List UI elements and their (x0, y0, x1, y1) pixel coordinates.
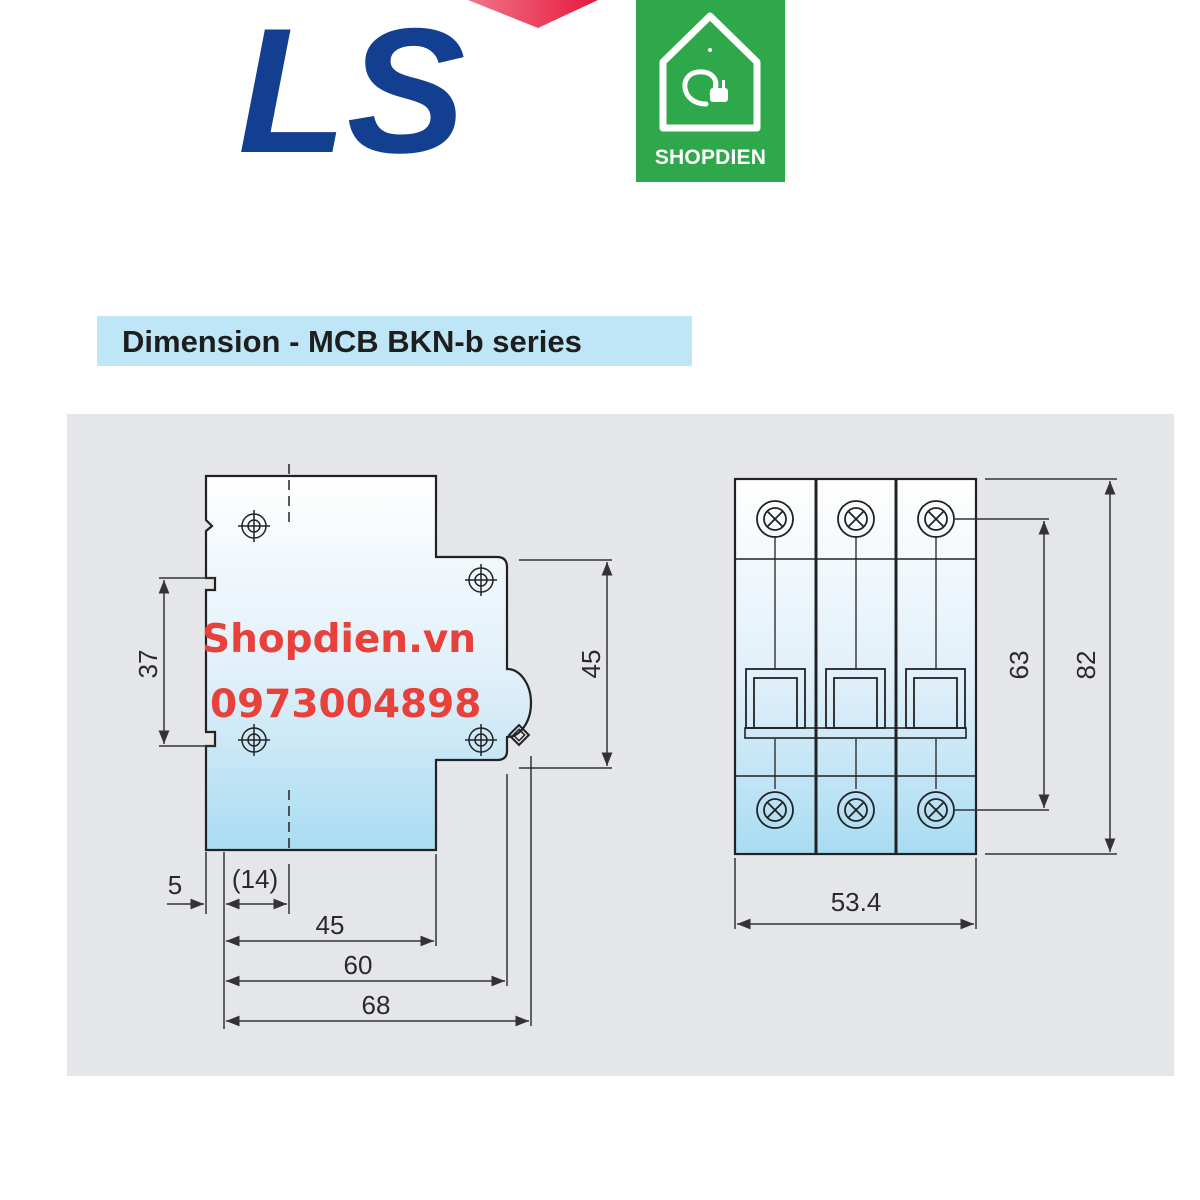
terminal-screw-icon (756, 500, 794, 538)
ls-logo-text: LS (238, 0, 465, 165)
terminal-screw-icon (837, 500, 875, 538)
dim-label-37: 37 (133, 650, 163, 679)
dim-label-45-horizontal: 45 (316, 910, 345, 940)
screw-icon (465, 564, 497, 596)
dim-label-82: 82 (1071, 651, 1101, 680)
dim-label-45-vertical: 45 (576, 650, 606, 679)
house-plug-icon (659, 12, 761, 132)
dimension-drawing: 37 45 5 (14) 45 60 68 (133, 464, 1117, 1029)
shopdien-logo: SHOPDIEN (636, 0, 785, 182)
ls-logo: LS (238, 0, 598, 165)
screw-icon (238, 724, 270, 756)
toggle-handle (905, 668, 966, 729)
dimension-drawing-panel: 37 45 5 (14) 45 60 68 (67, 414, 1174, 1076)
dim-label-68: 68 (362, 990, 391, 1020)
front-view (733, 477, 978, 856)
screw-icon (465, 724, 497, 756)
toggle-handle (745, 668, 806, 729)
watermark-phone: 0973004898 (210, 682, 482, 727)
terminal-screw-icon (837, 791, 875, 829)
dim-label-63: 63 (1004, 651, 1034, 680)
terminal-screw-icon (917, 500, 955, 538)
shopdien-logo-text: SHOPDIEN (654, 146, 767, 169)
dim-label-5: 5 (168, 870, 182, 900)
terminal-screw-icon (917, 791, 955, 829)
dim-label-60: 60 (344, 950, 373, 980)
toggle-lever (507, 723, 531, 747)
dim-label-14: (14) (232, 864, 278, 894)
dim-label-53-4: 53.4 (831, 887, 882, 917)
page-title: Dimension - MCB BKN-b series (122, 324, 582, 359)
title-banner: Dimension - MCB BKN-b series (97, 316, 692, 366)
terminal-screw-icon (756, 791, 794, 829)
toggle-handle (825, 668, 886, 729)
watermark-site: Shopdien.vn (202, 617, 477, 662)
screw-icon (238, 510, 270, 542)
